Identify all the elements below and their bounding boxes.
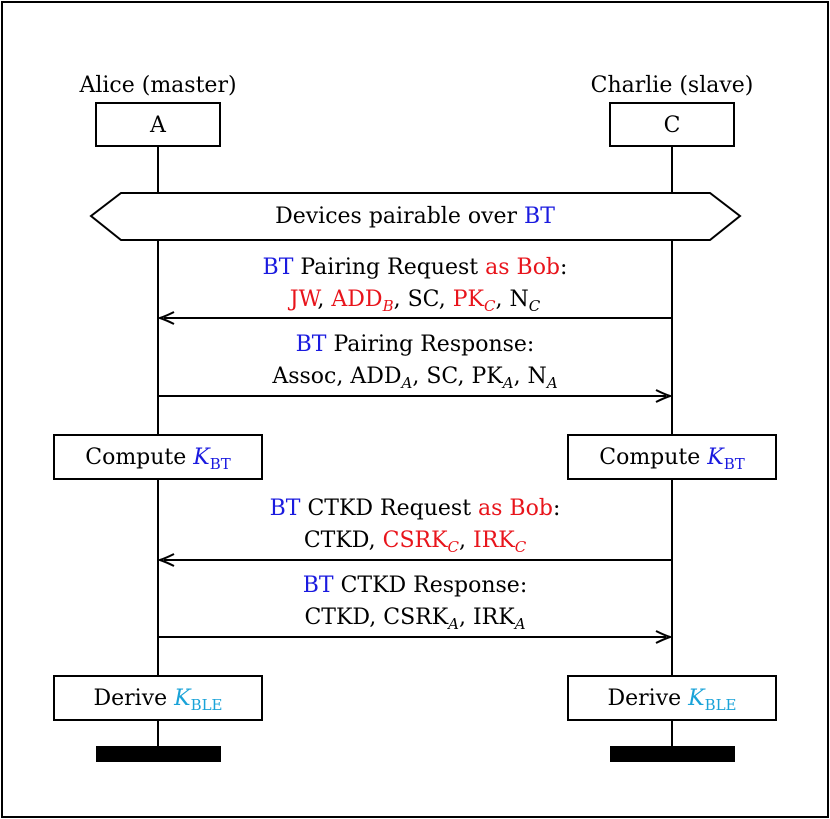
msg3-arrowhead: [156, 553, 175, 567]
alice-role-label: Alice (master): [78, 73, 236, 98]
alice-box-label: A: [149, 113, 167, 138]
alice-compute-box: [53, 434, 263, 480]
msg1-line2: JW, ADDB, SC, PKC, NC: [288, 287, 541, 315]
charlie-derive-box: [567, 675, 777, 721]
charlie-role-label: Charlie (slave): [591, 73, 754, 98]
alice-box: [95, 102, 221, 147]
charlie-compute-label: Compute KBT: [599, 445, 745, 473]
charlie-compute-box: [567, 434, 777, 480]
pairable-banner: [89, 192, 742, 241]
msg3-line1: BT CTKD Request as Bob:: [270, 496, 561, 521]
msg2-line2: Assoc, ADDA, SC, PKA, NA: [271, 364, 557, 392]
msg4-arrowhead: [655, 630, 674, 644]
msg2-line1: BT Pairing Response:: [296, 332, 535, 357]
msg1-line1: BT Pairing Request as Bob:: [263, 255, 568, 280]
banner-text: Devices pairable over BT: [275, 204, 555, 229]
msg3-line2: CTKD, CSRKC, IRKC: [304, 528, 527, 556]
charlie-end-bar: [610, 746, 735, 762]
msg4-line1: BT CTKD Response:: [303, 573, 528, 598]
charlie-derive-label: Derive KBLE: [607, 686, 736, 714]
msg1-arrowhead: [156, 311, 175, 325]
alice-compute-label: Compute KBT: [85, 445, 231, 473]
alice-derive-box: [53, 675, 263, 721]
charlie-box: [609, 102, 735, 147]
alice-end-bar: [96, 746, 221, 762]
msg4-line2: CTKD, CSRKA, IRKA: [304, 605, 525, 633]
msg2-arrowhead: [655, 389, 674, 403]
charlie-box-label: C: [664, 113, 681, 138]
alice-derive-label: Derive KBLE: [93, 686, 222, 714]
